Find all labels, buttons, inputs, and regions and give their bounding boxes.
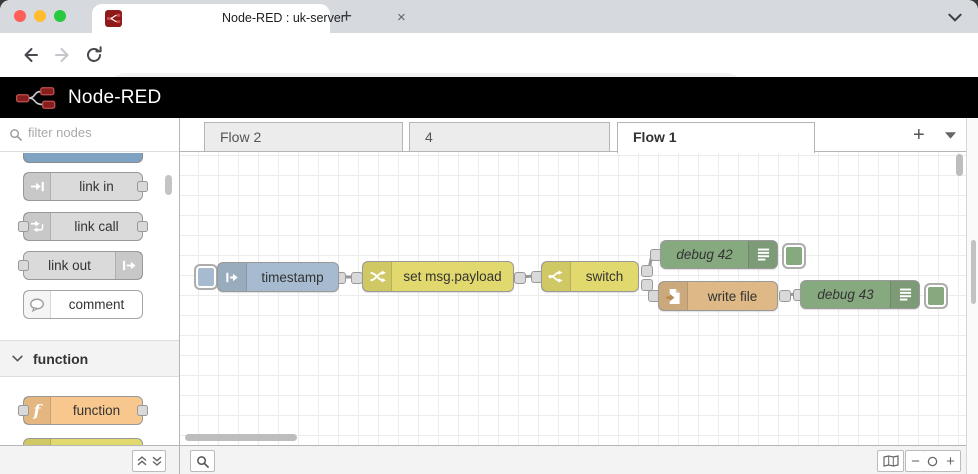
page-scrollbar-thumb[interactable]: [971, 240, 976, 304]
node-red-header: Node-RED Deploy: [0, 77, 978, 189]
comment-icon: [24, 291, 51, 318]
forward-icon[interactable]: [53, 45, 73, 65]
function-icon: f: [24, 397, 51, 424]
node-label: switch: [585, 269, 624, 284]
palette-node-label: link in: [79, 179, 114, 194]
tab-4[interactable]: 4: [409, 122, 610, 152]
category-collapse-chevron-icon: [12, 355, 23, 362]
node-red-logo: [15, 87, 56, 109]
double-chevron-down-icon: [152, 456, 161, 466]
browser-toolbar: Not Secure uk-server:2718/#flow/a5d542fc…: [0, 33, 978, 103]
debug-icon: [748, 241, 777, 268]
palette-node-link-call[interactable]: link call: [18, 212, 148, 241]
switch-output-port-2[interactable]: [641, 279, 653, 291]
palette-canvas-divider: [179, 118, 180, 474]
palette-node-label: link call: [74, 219, 119, 234]
output-port[interactable]: [137, 181, 148, 192]
node-label: debug 43: [817, 287, 874, 302]
input-port[interactable]: [18, 405, 29, 416]
node-red-favicon: [105, 10, 122, 27]
node-label: debug 42: [676, 247, 733, 262]
canvas-vscrollbar-thumb[interactable]: [956, 154, 963, 176]
fullscreen-window-button[interactable]: [54, 10, 66, 22]
palette-category-function[interactable]: function: [0, 340, 179, 377]
browser-tab-strip: Node-RED : uk-server × +: [0, 0, 978, 33]
search-icon: [197, 455, 209, 468]
tab-flow-2[interactable]: Flow 2: [204, 122, 403, 152]
palette-node-label: function: [72, 403, 121, 418]
flow-node-inject[interactable]: timestamp: [217, 262, 339, 292]
palette-node-comment[interactable]: comment: [23, 290, 143, 319]
flow-node-debug42[interactable]: debug 42: [660, 240, 778, 269]
back-icon[interactable]: [20, 45, 40, 65]
double-chevron-up-icon: [137, 456, 146, 466]
switch-output-port-1[interactable]: [641, 265, 653, 277]
flow-node-switch[interactable]: switch: [541, 261, 639, 292]
close-tab-icon[interactable]: ×: [397, 9, 406, 26]
workspace-tabbar: Flow 2 4 Flow 1 +: [180, 118, 966, 153]
change-output-port[interactable]: [514, 272, 526, 284]
tab-list-caret-icon[interactable]: [945, 132, 956, 139]
link-in-icon: [24, 173, 51, 200]
node-label: write file: [707, 288, 758, 304]
output-port[interactable]: [137, 221, 148, 232]
switch-icon: [542, 262, 571, 291]
minimap-toggle-button[interactable]: [877, 450, 904, 472]
footer-bar: − +: [0, 445, 966, 474]
map-icon: [882, 455, 899, 467]
canvas-hscrollbar-thumb[interactable]: [185, 434, 297, 441]
zoom-in-button[interactable]: +: [941, 450, 961, 472]
palette-category-label: function: [33, 350, 89, 367]
output-port[interactable]: [137, 405, 148, 416]
debug42-toggle-button[interactable]: [782, 243, 806, 269]
close-window-button[interactable]: [14, 10, 26, 22]
debug-icon: [890, 281, 919, 308]
debug43-toggle-button[interactable]: [924, 283, 948, 309]
palette-node-label: link out: [48, 258, 91, 273]
node-label: timestamp: [261, 269, 324, 285]
link-out-icon: [115, 252, 142, 279]
new-tab-button[interactable]: +: [341, 6, 353, 27]
zoom-reset-button[interactable]: [923, 450, 943, 472]
inject-trigger-button[interactable]: [194, 264, 218, 290]
add-flow-button[interactable]: +: [913, 124, 925, 146]
palette-node-label: comment: [68, 297, 125, 312]
palette-expand-all-button[interactable]: [148, 450, 166, 472]
palette-search[interactable]: [0, 118, 179, 152]
palette-node-partial-switch[interactable]: [23, 438, 143, 445]
input-port[interactable]: [18, 260, 29, 271]
reload-icon[interactable]: [84, 45, 104, 65]
right-edge-strip: [966, 118, 978, 474]
browser-tab[interactable]: Node-RED : uk-server ×: [92, 4, 406, 33]
write-file-output-port[interactable]: [779, 290, 791, 302]
palette-scrollbar-thumb[interactable]: [165, 175, 172, 195]
flow-canvas[interactable]: timestamp set msg.payload switch debug 4…: [180, 152, 966, 445]
zoom-reset-circle-icon: [927, 456, 938, 466]
flow-node-write-file[interactable]: write file: [658, 281, 778, 311]
flow-node-change[interactable]: set msg.payload: [362, 261, 514, 292]
node-label: set msg.payload: [403, 269, 502, 284]
palette-node-link-out[interactable]: link out: [18, 251, 143, 280]
canvas-search-button[interactable]: [190, 450, 215, 472]
flow-node-debug43[interactable]: debug 43: [800, 280, 920, 309]
palette-node-partial-top[interactable]: [23, 153, 143, 163]
filter-nodes-input[interactable]: [26, 124, 170, 141]
tab-flow-1[interactable]: Flow 1: [617, 122, 815, 153]
minimize-window-button[interactable]: [34, 10, 46, 22]
change-icon: [363, 262, 392, 291]
palette-node-function[interactable]: f function: [18, 396, 148, 425]
inject-icon: [218, 263, 247, 291]
palette-node-link-in[interactable]: link in: [23, 172, 148, 201]
search-icon: [10, 129, 22, 141]
tab-search-chevron-icon[interactable]: [948, 13, 962, 22]
tab-title: Node-RED : uk-server: [222, 11, 345, 25]
node-palette: link in link call link out comment: [0, 118, 179, 445]
input-port[interactable]: [18, 221, 29, 232]
app-title: Node-RED: [68, 87, 162, 108]
file-icon: [659, 282, 688, 310]
